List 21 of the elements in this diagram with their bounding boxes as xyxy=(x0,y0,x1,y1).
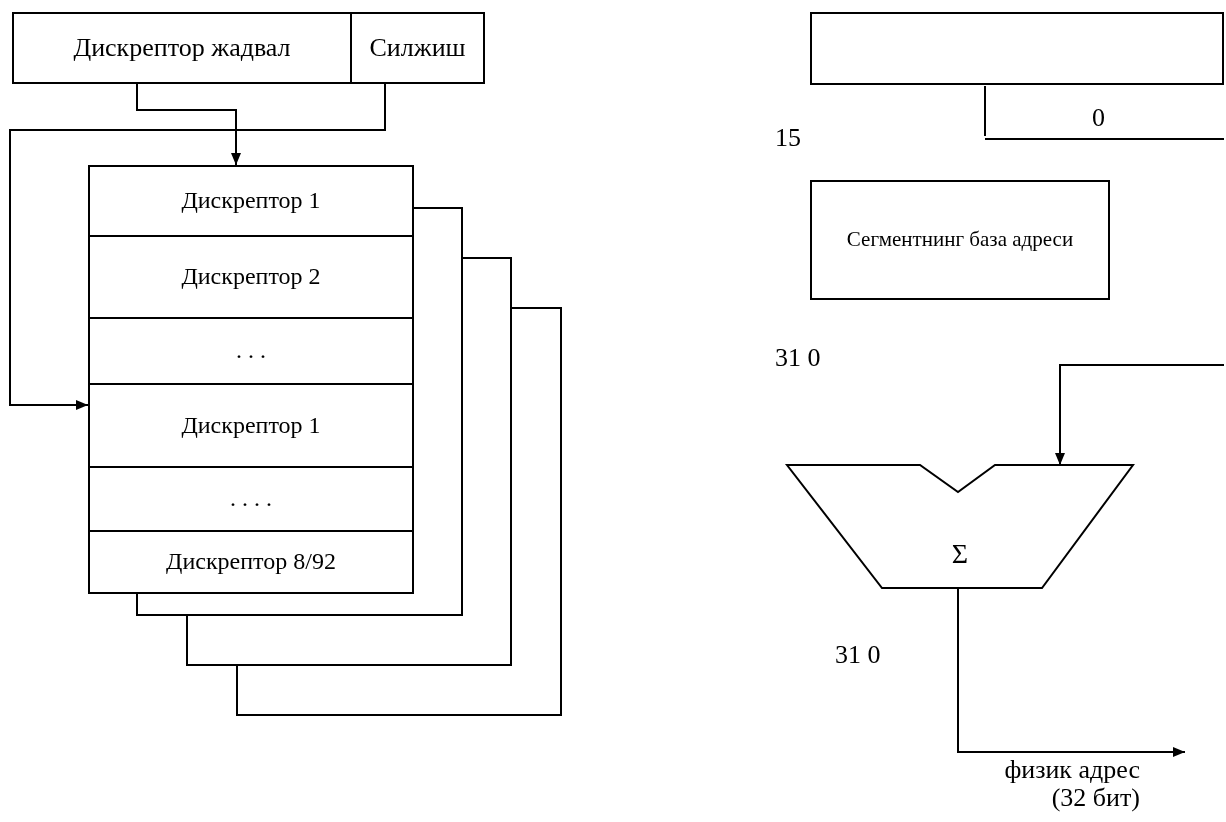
register-field: Силжиш xyxy=(350,12,485,84)
register-box xyxy=(810,12,1224,85)
descriptor-row: Дискрептор 8/92 xyxy=(88,530,414,594)
bit-number: 15 xyxy=(775,124,801,152)
descriptor-row: Дискрептор 1 xyxy=(88,383,414,468)
bit-range: 31 0 xyxy=(835,641,881,669)
descriptor-row: Дискрептор 2 xyxy=(88,235,414,319)
register-field: Дискрептор жадвал xyxy=(12,12,352,84)
adder-shape xyxy=(787,465,1133,588)
arrow xyxy=(957,587,1186,757)
arrow xyxy=(1055,364,1225,466)
bit-number: 0 xyxy=(1092,104,1105,132)
bit-range: 31 0 xyxy=(775,344,821,372)
output-caption: физик адрес (32 бит) xyxy=(1003,756,1140,812)
descriptor-row: . . . . xyxy=(88,466,414,532)
process-box: Сегментнинг база адреси xyxy=(810,180,1110,300)
descriptor-row: Дискрептор 1 xyxy=(88,165,414,237)
arrow xyxy=(136,83,241,166)
sum-sign: Σ xyxy=(951,538,969,570)
descriptor-row: . . . xyxy=(88,317,414,385)
arrow xyxy=(9,83,386,410)
